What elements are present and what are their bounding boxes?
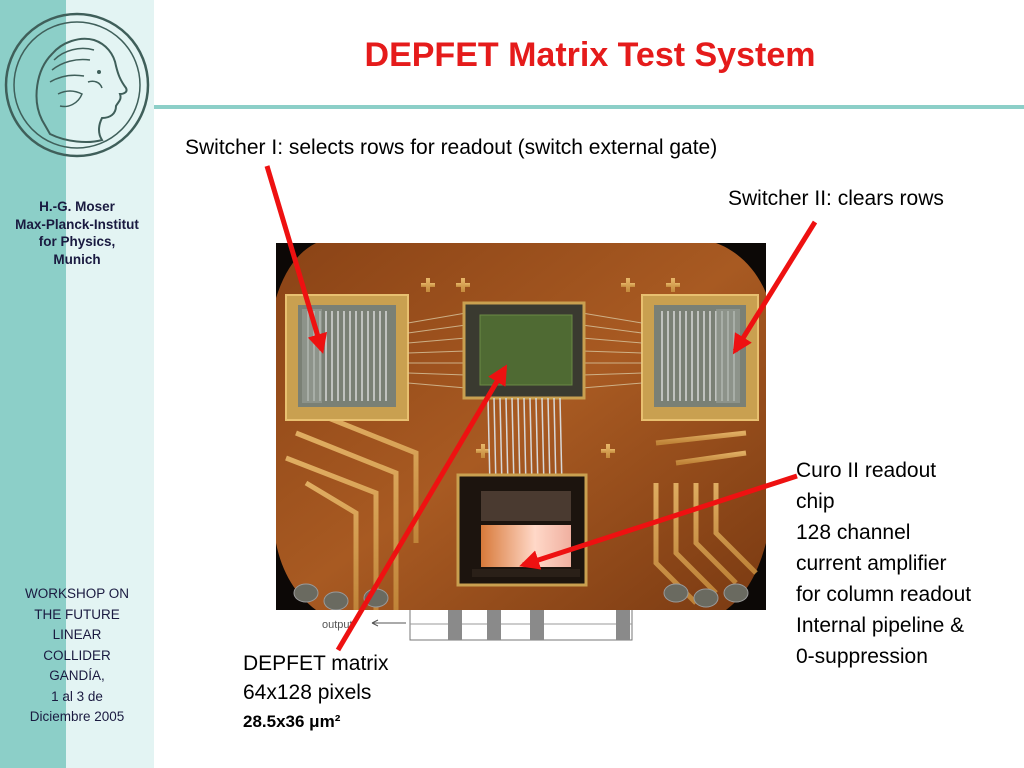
- event-line: LINEAR: [52, 627, 102, 642]
- event-line: WORKSHOP ON: [24, 586, 129, 601]
- depfet-label: DEPFET matrix 64x128 pixels 28.5x36 μm²: [243, 649, 388, 736]
- depfet-line: DEPFET matrix: [243, 652, 389, 675]
- curo-line: 128 channel: [796, 521, 911, 544]
- curo-line: Curo II readout: [796, 459, 937, 482]
- chip-photo: [276, 243, 766, 610]
- event-line: COLLIDER: [43, 647, 111, 663]
- event-line: 1 al 3 de: [51, 688, 103, 704]
- author-institute: Max-Planck-Institut: [15, 216, 139, 232]
- author-name: H.-G. Moser: [39, 199, 115, 214]
- curo-line: current amplifier: [796, 552, 947, 575]
- schematic-output-label: output: [322, 619, 353, 631]
- switcher2-label: Switcher II: clears rows: [728, 187, 944, 210]
- curo-line: 0-suppression: [796, 645, 928, 668]
- curo-line: for column readout: [796, 583, 972, 606]
- sidebar-band-dark: [0, 0, 66, 768]
- depfet-line: 64x128 pixels: [243, 681, 372, 704]
- event-line: GANDÍA,: [49, 668, 105, 683]
- slide-title: DEPFET Matrix Test System: [364, 36, 816, 74]
- curo-line: chip: [796, 490, 835, 513]
- event-line: THE FUTURE: [34, 606, 120, 622]
- minerva-head-logo-icon: [4, 12, 150, 158]
- event-line: Diciembre 2005: [29, 709, 125, 724]
- depfet-pixel-size: 28.5x36 μm²: [243, 712, 341, 731]
- title-divider: [154, 105, 1024, 109]
- sidebar-author: H.-G. Moser Max-Planck-Institut for Phys…: [0, 198, 154, 268]
- curo-line: Internal pipeline &: [796, 614, 965, 637]
- author-city: Munich: [53, 251, 101, 267]
- sidebar-band-light: [66, 0, 154, 768]
- author-institute-2: for Physics,: [38, 234, 116, 249]
- curo-label: Curo II readout chip 128 channel current…: [796, 455, 971, 672]
- schematic-strip: output: [322, 607, 633, 641]
- switcher1-label: Switcher I: selects rows for readout (sw…: [185, 136, 718, 159]
- sidebar-event: WORKSHOP ON THE FUTURE LINEAR COLLIDER G…: [0, 584, 154, 728]
